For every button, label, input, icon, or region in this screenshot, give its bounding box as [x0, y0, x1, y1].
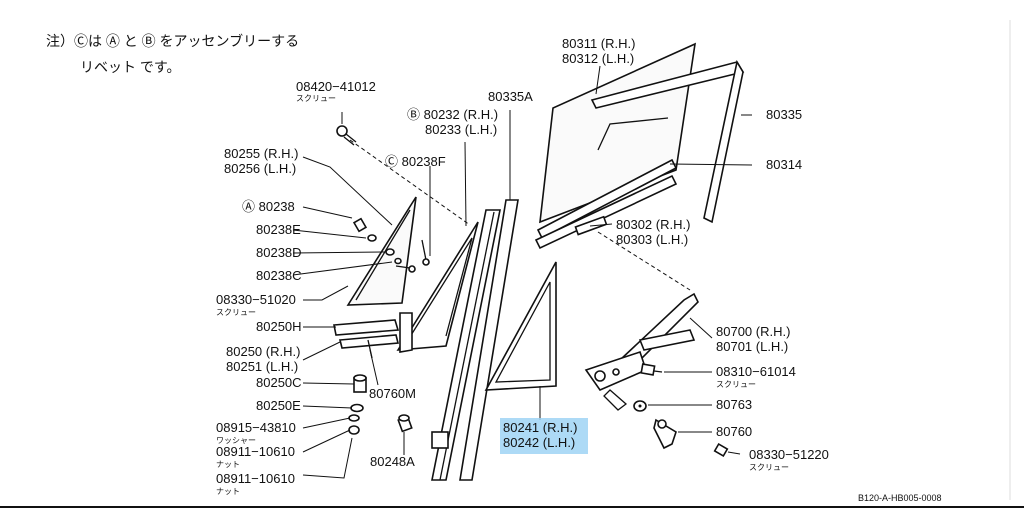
drawing-code: B120-A-HB005-0008: [858, 493, 942, 503]
label-80701[interactable]: 80701 (L.H.): [716, 339, 788, 354]
label-80250E[interactable]: 80250E: [256, 398, 301, 413]
label-80256[interactable]: 80256 (L.H.): [224, 161, 296, 176]
label-80238E[interactable]: 80238E: [256, 222, 301, 237]
sublabel-08420: スクリュー: [296, 94, 336, 103]
weatherstrip-80314-icon: [534, 158, 678, 250]
leader-lines: [292, 65, 753, 479]
label-80238C[interactable]: 80238C: [256, 268, 302, 283]
label-80763[interactable]: 80763: [716, 397, 752, 412]
label-08330-51020[interactable]: 08330−51020: [216, 292, 296, 307]
label-80250C[interactable]: 80250C: [256, 375, 302, 390]
label-80233[interactable]: 80233 (L.H.): [425, 122, 497, 137]
screw-08330-icon: [713, 442, 729, 458]
washer-80763-icon: [633, 400, 647, 412]
screw-80248A-icon: [397, 414, 413, 433]
hardware-80238-icon: [352, 217, 430, 273]
label-08420[interactable]: 08420−41012: [296, 79, 376, 94]
window-regulator-80700-icon: [584, 292, 699, 411]
screw-08310-icon: [640, 363, 663, 376]
label-80302[interactable]: 80302 (R.H.): [616, 217, 690, 232]
label-80700[interactable]: 80700 (R.H.): [716, 324, 790, 339]
run-channel-80335-icon: [590, 59, 745, 224]
label-80241[interactable]: 80241 (R.H.): [503, 420, 577, 435]
sublabel-08330-51020: スクリュー: [216, 308, 256, 317]
label-80242[interactable]: 80242 (L.H.): [503, 435, 575, 450]
window-handle-80760-icon: [653, 418, 677, 450]
note-line-2: リベット です。: [80, 59, 181, 75]
vent-glass-80255-icon: [346, 196, 417, 306]
label-80250[interactable]: 80250 (R.H.): [226, 344, 300, 359]
quarter-glass-80241-icon: [484, 261, 557, 391]
label-08911-a[interactable]: 08911−10610: [216, 444, 295, 459]
label-80335[interactable]: 80335: [766, 107, 802, 122]
sublabel-08310: スクリュー: [716, 380, 756, 389]
label-80248A[interactable]: 80248A: [370, 454, 415, 469]
label-80255[interactable]: 80255 (R.H.): [224, 146, 298, 161]
label-80232[interactable]: Ⓑ 80232 (R.H.): [407, 107, 498, 122]
label-80311[interactable]: 80311 (R.H.): [562, 36, 635, 51]
vent-pivot-80250-icon: [333, 319, 400, 435]
label-08911-b[interactable]: 08911−10610: [216, 471, 295, 486]
label-80303[interactable]: 80303 (L.H.): [616, 232, 688, 247]
label-08310[interactable]: 08310−61014: [716, 364, 796, 379]
label-80251[interactable]: 80251 (L.H.): [226, 359, 298, 374]
label-80238D[interactable]: 80238D: [256, 245, 302, 260]
division-channel-80335A-icon: [431, 199, 519, 481]
label-80238F[interactable]: Ⓒ 80238F: [385, 154, 446, 169]
sublabel-08911-b: ナット: [216, 487, 240, 496]
label-80760[interactable]: 80760: [716, 424, 752, 439]
label-80314[interactable]: 80314: [766, 157, 802, 172]
selected-part-highlight: [500, 418, 588, 454]
screw-08420-icon: [336, 125, 357, 146]
label-08330-51220[interactable]: 08330−51220: [749, 447, 829, 462]
assembly-dashed-lines: [349, 139, 691, 291]
sublabel-08915: ワッシャー: [216, 436, 256, 445]
label-80238[interactable]: Ⓐ 80238: [242, 199, 295, 214]
sublabel-08330-51220: スクリュー: [749, 463, 789, 472]
note-line-1: 注）Ⓒは Ⓐ と Ⓑ をアッセンブリーする: [46, 33, 299, 49]
label-08915[interactable]: 08915−43810: [216, 420, 296, 435]
label-80335A[interactable]: 80335A: [488, 89, 533, 104]
label-80760M[interactable]: 80760M: [369, 386, 416, 401]
label-80312[interactable]: 80312 (L.H.): [562, 51, 634, 66]
vent-frame-80232-icon: [396, 221, 479, 353]
sublabel-08911-a: ナット: [216, 460, 240, 469]
label-80250H[interactable]: 80250H: [256, 319, 302, 334]
